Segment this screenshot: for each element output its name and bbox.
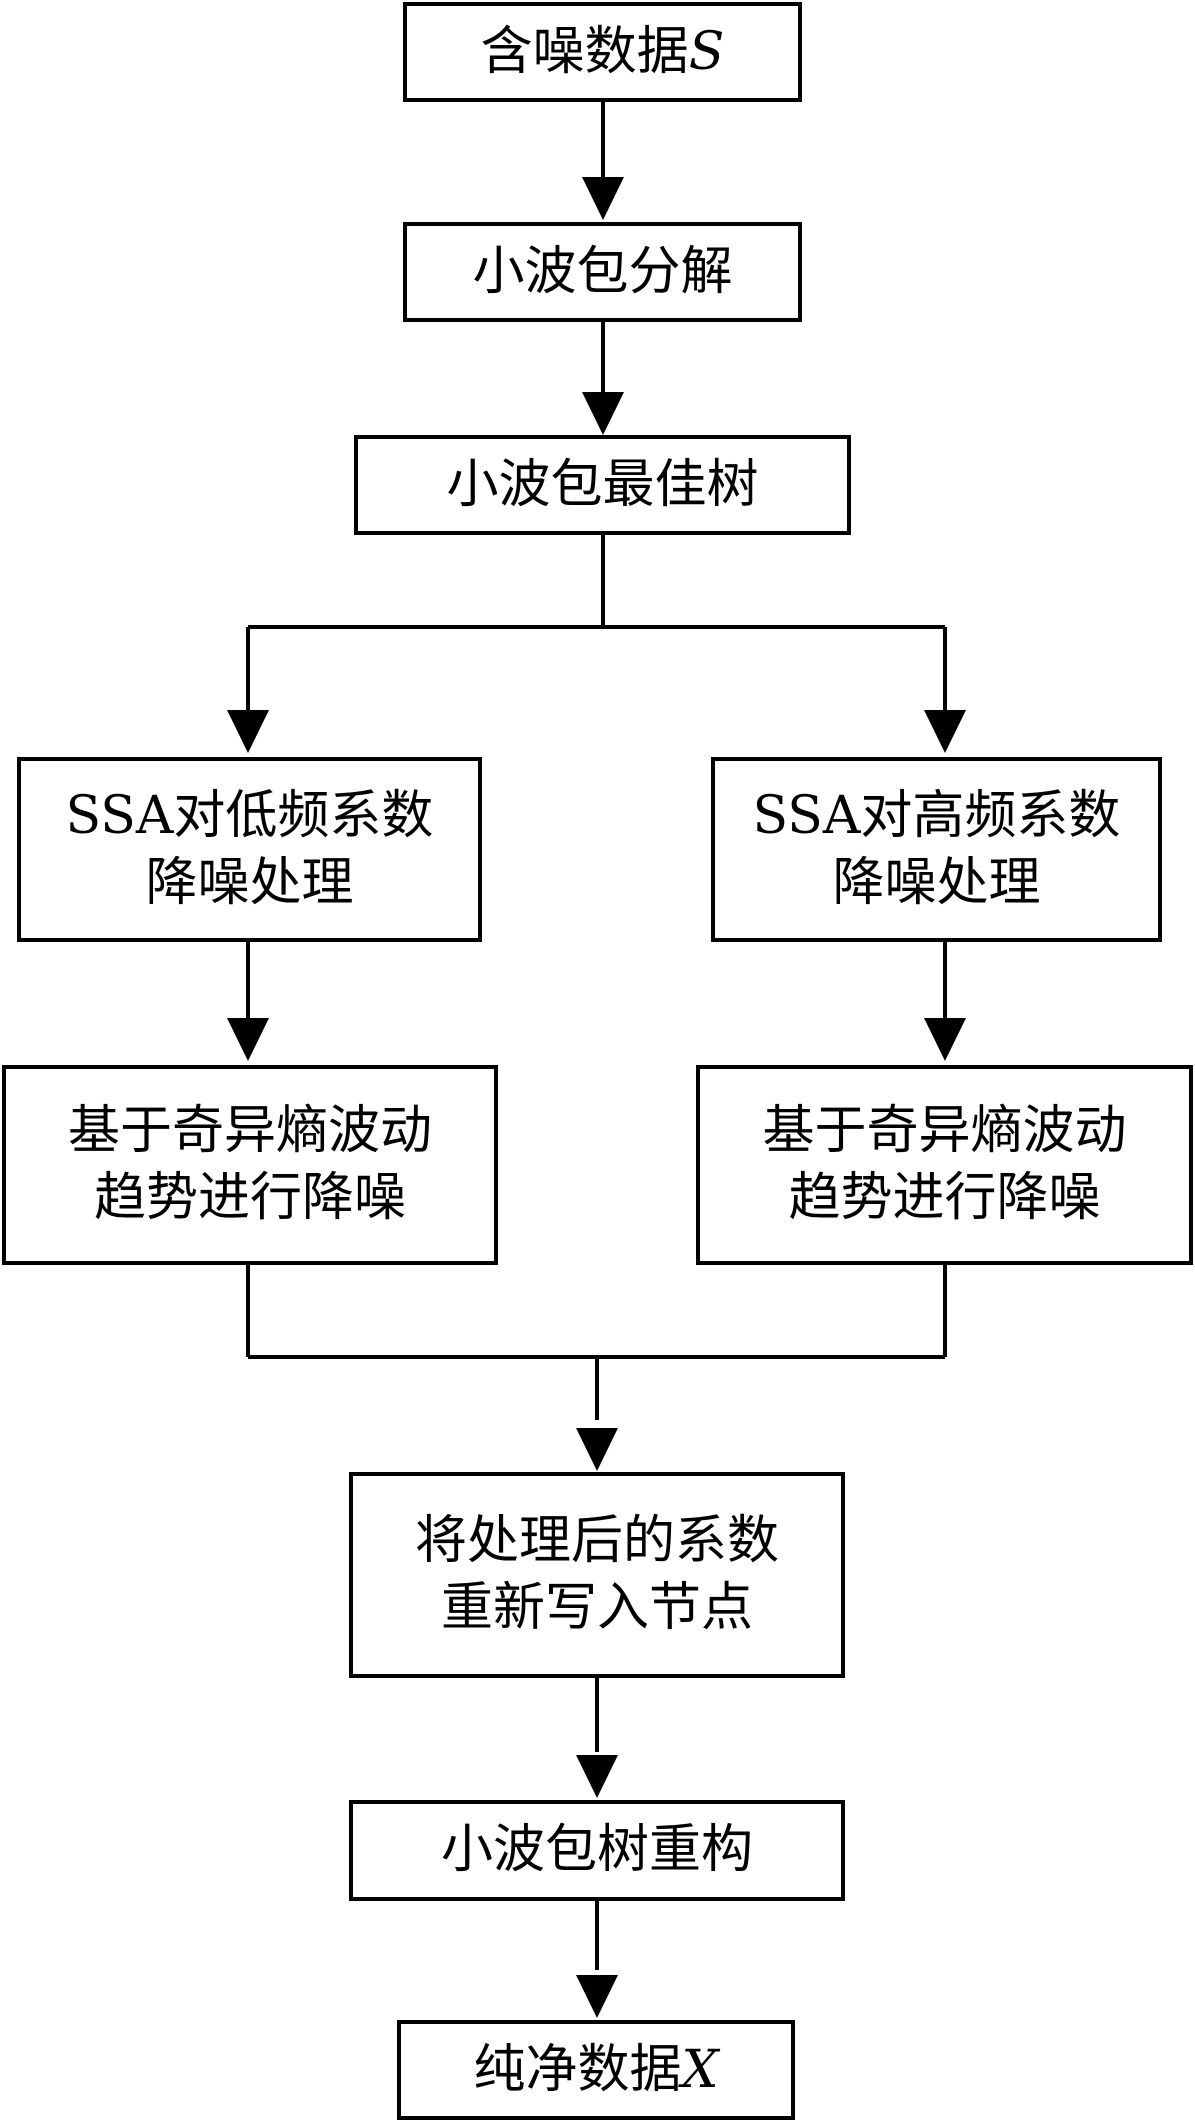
- node-best-tree: 小波包最佳树: [354, 435, 851, 535]
- arrowhead-output: [576, 1975, 618, 2018]
- node-rewrite: 将处理后的系数 重新写入节点: [349, 1472, 845, 1678]
- node-output-label: 纯净数据X: [473, 2037, 718, 2104]
- node-ssa-high-line1: SSA对高频系数: [752, 785, 1121, 846]
- node-ssa-low-line2: 降噪处理: [145, 852, 354, 913]
- node-entropy-right-line2: 趋势进行降噪: [788, 1168, 1101, 1228]
- node-output-variable: X: [681, 2039, 719, 2100]
- node-best-tree-text: 小波包最佳树: [446, 454, 759, 515]
- node-decompose-text: 小波包分解: [472, 241, 733, 302]
- node-input: 含噪数据S: [403, 2, 802, 102]
- node-ssa-low: SSA对低频系数 降噪处理: [17, 757, 482, 942]
- node-input-label: 含噪数据S: [481, 19, 725, 86]
- node-ssa-high: SSA对高频系数 降噪处理: [711, 757, 1162, 942]
- node-ssa-low-line1: SSA对低频系数: [65, 785, 434, 846]
- node-output-text: 纯净数据: [473, 2039, 682, 2100]
- node-rewrite-line1: 将处理后的系数: [414, 1511, 779, 1572]
- node-reconstruct: 小波包树重构: [349, 1800, 845, 1901]
- node-entropy-left-line2: 趋势进行降噪: [93, 1168, 406, 1228]
- node-entropy-left: 基于奇异熵波动 趋势进行降噪: [2, 1065, 498, 1265]
- node-reconstruct-text: 小波包树重构: [440, 1820, 753, 1881]
- arrowhead-reconstruct: [576, 1755, 618, 1798]
- arrowhead-entropyleft: [227, 1018, 269, 1061]
- arrowhead-ssahigh: [924, 710, 966, 753]
- arrowhead-entropyright: [924, 1018, 966, 1061]
- arrowhead-ssalow: [227, 710, 269, 753]
- node-decompose: 小波包分解: [403, 222, 802, 322]
- node-entropy-right: 基于奇异熵波动 趋势进行降噪: [696, 1065, 1193, 1265]
- node-rewrite-line2: 重新写入节点: [440, 1578, 753, 1638]
- node-input-text: 含噪数据: [480, 21, 689, 82]
- node-entropy-right-line1: 基于奇异熵波动: [762, 1101, 1127, 1162]
- node-input-variable: S: [688, 21, 725, 82]
- arrowhead-rewrite: [576, 1428, 618, 1471]
- node-output: 纯净数据X: [397, 2020, 795, 2120]
- node-ssa-high-line2: 降噪处理: [832, 852, 1041, 913]
- node-entropy-left-line1: 基于奇异熵波动: [67, 1101, 432, 1162]
- arrowhead-besttree: [582, 392, 624, 435]
- arrowhead-decompose: [582, 177, 624, 220]
